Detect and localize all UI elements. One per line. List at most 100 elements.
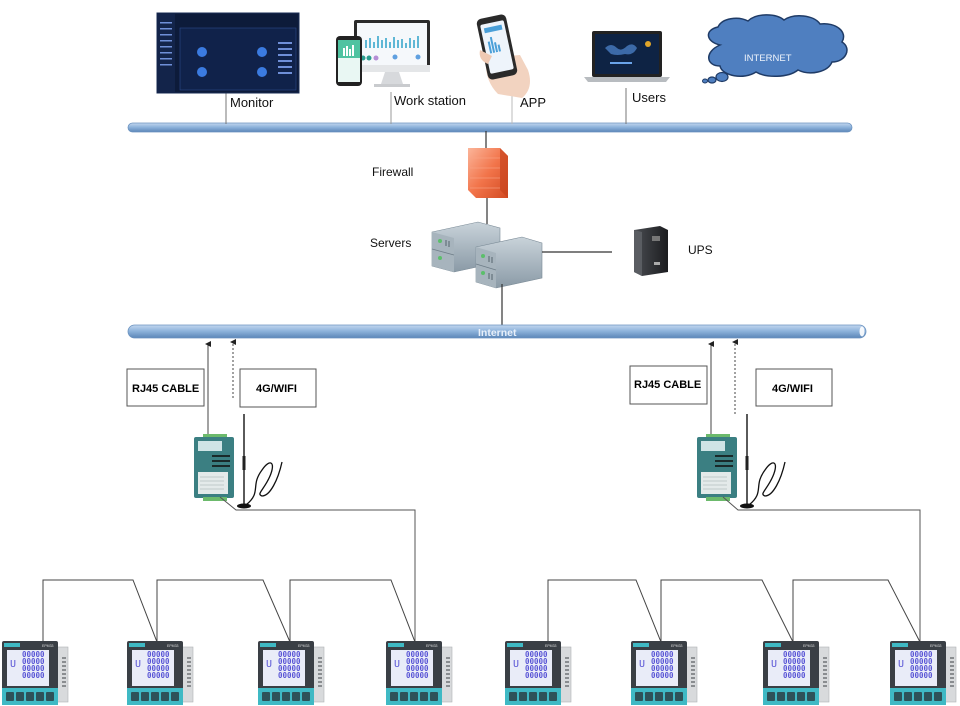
meter-reading: 00000 <box>406 650 429 659</box>
rs485-trunk-right <box>722 496 921 642</box>
meter-reading: 00000 <box>22 671 45 680</box>
meter-reading: 00000 <box>147 657 170 666</box>
workstation-icon <box>336 20 430 87</box>
meter-button <box>151 692 159 701</box>
top-lan-bus <box>127 122 853 133</box>
meter-display <box>768 650 810 686</box>
meter-button <box>807 692 815 701</box>
users-label: Users <box>632 90 666 105</box>
meter-button <box>171 692 179 701</box>
users-icon <box>584 31 670 82</box>
meter-reading: 00000 <box>783 671 806 680</box>
meter-model: EPM33 <box>42 644 54 648</box>
ups-icon <box>634 226 668 276</box>
meter-button <box>282 692 290 701</box>
meter-button <box>934 692 942 701</box>
meter-button <box>36 692 44 701</box>
meter-button <box>924 692 932 701</box>
meter-model: EPM33 <box>298 644 310 648</box>
meter-button <box>46 692 54 701</box>
meter-button <box>894 692 902 701</box>
meter-button <box>410 692 418 701</box>
meter-button <box>262 692 270 701</box>
firewall-label: Firewall <box>372 165 413 179</box>
meter-reading: 00000 <box>525 657 548 666</box>
antenna-icon <box>237 414 283 509</box>
meter-reading: 00000 <box>910 664 933 673</box>
meter-button <box>665 692 673 701</box>
meter-button <box>390 692 398 701</box>
meter-button <box>675 692 683 701</box>
meter-symbol: U <box>771 659 777 670</box>
antenna-icon <box>740 414 786 509</box>
meter-model: EPM33 <box>545 644 557 648</box>
meter-reading: 00000 <box>783 657 806 666</box>
meter-model: EPM33 <box>167 644 179 648</box>
meter-reading: 00000 <box>525 671 548 680</box>
power-meters: EPM33U00000000000000000000EPM33U00000000… <box>2 641 957 705</box>
meter-reading: 00000 <box>278 657 301 666</box>
monitor-label: Monitor <box>230 95 274 110</box>
meter-symbol: U <box>135 659 141 670</box>
meter-display <box>391 650 433 686</box>
meter-symbol: U <box>639 659 645 670</box>
meter-reading: 00000 <box>278 664 301 673</box>
meter-button <box>777 692 785 701</box>
servers-label: Servers <box>370 236 411 250</box>
meter-button <box>904 692 912 701</box>
meter-display <box>132 650 174 686</box>
meter-button <box>519 692 527 701</box>
internet-bus-label: Internet <box>478 327 517 339</box>
meter-button <box>131 692 139 701</box>
meter-button <box>420 692 428 701</box>
meter-reading: 00000 <box>783 650 806 659</box>
meter-reading: 00000 <box>406 664 429 673</box>
meter-reading: 00000 <box>147 650 170 659</box>
meter-model: EPM33 <box>930 644 942 648</box>
meter-reading: 00000 <box>147 664 170 673</box>
meter-display <box>7 650 49 686</box>
meter-button <box>655 692 663 701</box>
gateway-right-group: RJ45 CABLE 4G/WIFI <box>629 339 921 642</box>
meter-reading: 00000 <box>22 657 45 666</box>
wireless-label-right: 4G/WIFI <box>772 383 813 395</box>
meter-button <box>400 692 408 701</box>
meter-display <box>263 650 305 686</box>
meter-button <box>430 692 438 701</box>
meter-model: EPM33 <box>803 644 815 648</box>
meter-symbol: U <box>266 659 272 670</box>
meter-button <box>292 692 300 701</box>
meter-button <box>797 692 805 701</box>
meter-display <box>895 650 937 686</box>
servers-icon <box>431 221 543 289</box>
meter-reading: 00000 <box>147 671 170 680</box>
meter-symbol: U <box>898 659 904 670</box>
meter-chain-right <box>547 579 921 643</box>
meter-reading: 00000 <box>651 650 674 659</box>
meter-reading: 00000 <box>651 664 674 673</box>
meter-symbol: U <box>394 659 400 670</box>
meter-button <box>645 692 653 701</box>
meter-model: EPM33 <box>671 644 683 648</box>
internet-bus <box>127 324 867 339</box>
meter-button <box>6 692 14 701</box>
meter-button <box>914 692 922 701</box>
meter-button <box>767 692 775 701</box>
meter-reading: 00000 <box>910 650 933 659</box>
meter-display <box>636 650 678 686</box>
meter-symbol: U <box>513 659 519 670</box>
meter-reading: 00000 <box>22 650 45 659</box>
meter-button <box>539 692 547 701</box>
meter-reading: 00000 <box>406 657 429 666</box>
meter-reading: 00000 <box>525 650 548 659</box>
meter-button <box>635 692 643 701</box>
meter-button <box>161 692 169 701</box>
wireless-box-right <box>755 368 833 407</box>
workstation-label: Work station <box>394 93 466 108</box>
meter-reading: 00000 <box>525 664 548 673</box>
